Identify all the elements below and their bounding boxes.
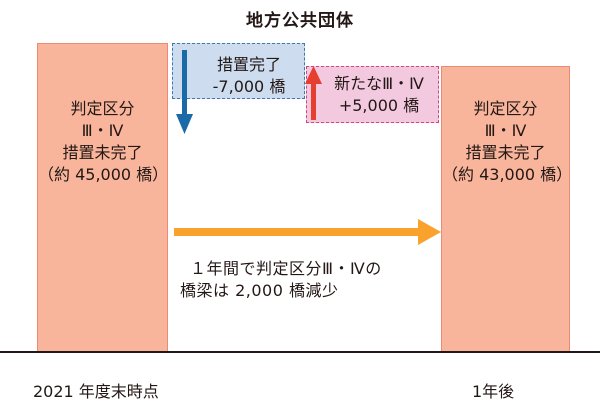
- left-bar-line: 判定区分: [70, 99, 135, 118]
- left-bar-line: Ⅲ・Ⅳ: [81, 121, 124, 140]
- completed-box-line: 措置完了: [216, 55, 281, 74]
- new-box-label: 新たなⅢ・Ⅳ +5,000 橋: [321, 73, 437, 117]
- completed-box-label: 措置完了 -7,000 橋: [199, 54, 299, 98]
- up-arrow-icon: [305, 66, 322, 120]
- left-bar-line: 措置未完了: [62, 143, 143, 162]
- right-bar-line: Ⅲ・Ⅳ: [484, 121, 527, 140]
- x-label-left: 2021 年度末時点: [33, 382, 159, 401]
- completed-box: 措置完了 -7,000 橋: [172, 43, 305, 99]
- right-bar-label: 判定区分 Ⅲ・Ⅳ 措置未完了 （約 43,000 橋）: [442, 98, 573, 186]
- x-label-right: 1年後: [472, 382, 515, 401]
- baseline: [0, 351, 600, 353]
- left-bar-line: （約 45,000 橋）: [38, 165, 169, 184]
- new-box: 新たなⅢ・Ⅳ +5,000 橋: [306, 66, 439, 123]
- right-arrow-icon: [174, 219, 441, 245]
- right-bar: 判定区分 Ⅲ・Ⅳ 措置未完了 （約 43,000 橋）: [441, 66, 573, 353]
- right-bar-line: 措置未完了: [465, 143, 546, 162]
- new-box-line: 新たなⅢ・Ⅳ: [334, 74, 424, 93]
- left-bar-label: 判定区分 Ⅲ・Ⅳ 措置未完了 （約 45,000 橋）: [38, 98, 169, 186]
- down-arrow-icon: [176, 50, 193, 134]
- completed-box-line: -7,000 橋: [212, 77, 286, 96]
- left-bar: 判定区分 Ⅲ・Ⅳ 措置未完了 （約 45,000 橋）: [37, 43, 168, 353]
- right-bar-line: 判定区分: [473, 99, 538, 118]
- new-box-line: +5,000 橋: [338, 96, 420, 115]
- caption-line: １年間で判定区分Ⅲ・Ⅳの: [190, 259, 382, 278]
- caption-line: 橋梁は 2,000 橋減少: [180, 281, 339, 300]
- right-bar-line: （約 43,000 橋）: [442, 165, 573, 184]
- change-caption: １年間で判定区分Ⅲ・Ⅳの 橋梁は 2,000 橋減少: [180, 258, 382, 302]
- diagram-title: 地方公共団体: [246, 11, 354, 31]
